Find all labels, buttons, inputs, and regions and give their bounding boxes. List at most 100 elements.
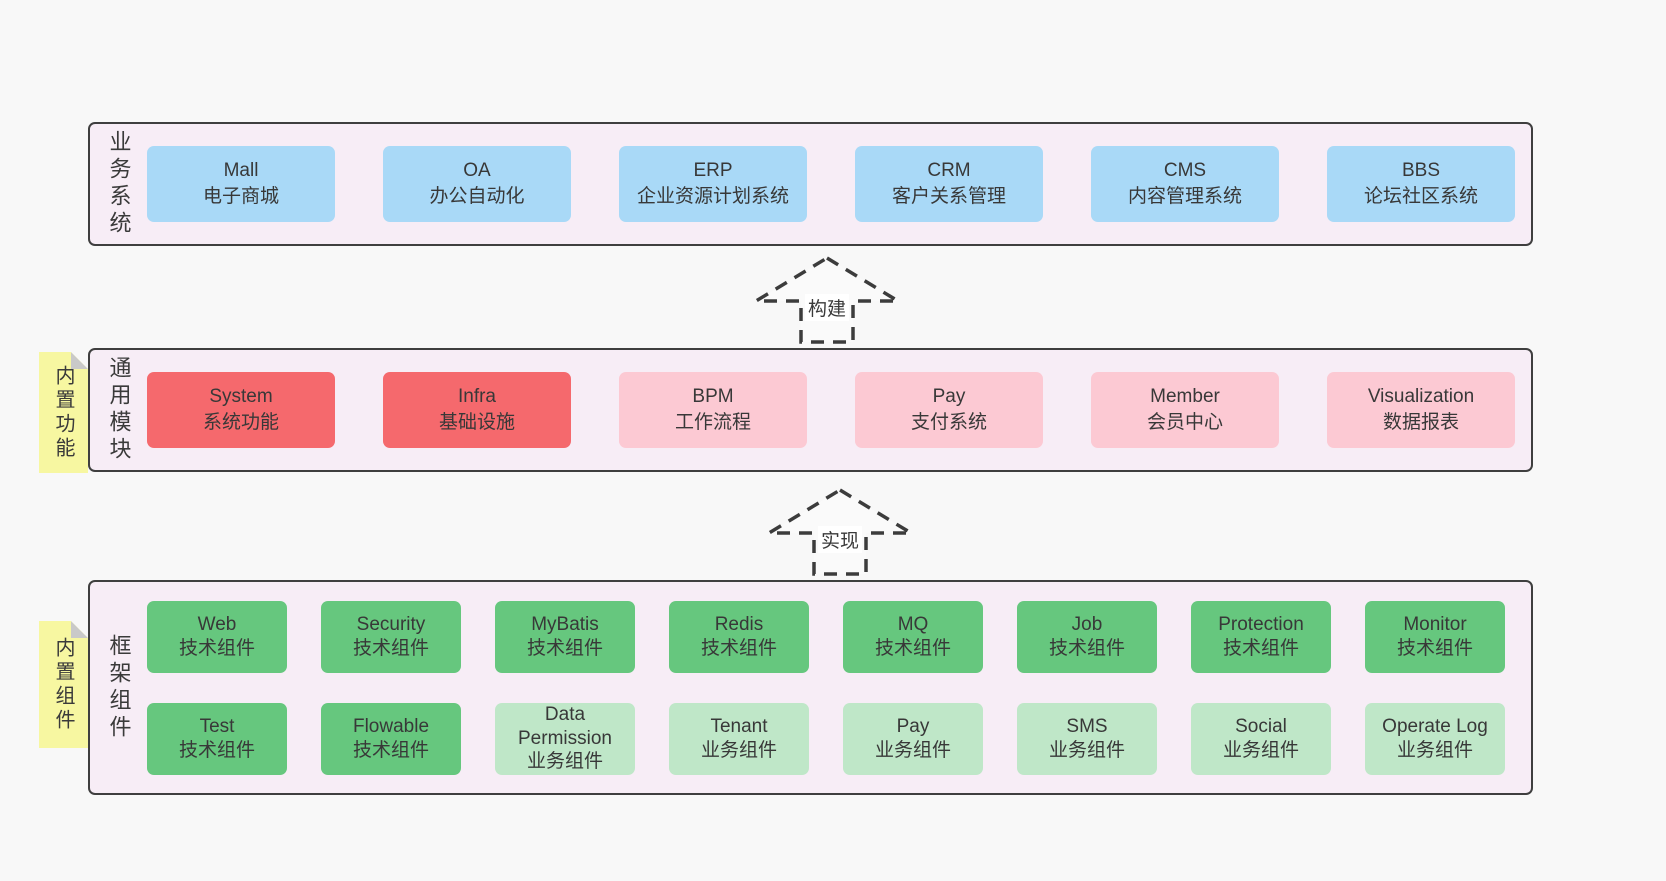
- box-member: Member 会员中心: [1091, 372, 1279, 448]
- box-title: MyBatis: [531, 613, 599, 635]
- box-bpm: BPM 工作流程: [619, 372, 807, 448]
- module-boxes: System 系统功能 Infra 基础设施 BPM 工作流程 Pay 支付系统…: [147, 350, 1531, 470]
- box-infra: Infra 基础设施: [383, 372, 571, 448]
- box-subtitle: 内容管理系统: [1127, 186, 1242, 207]
- box-title: Social: [1235, 715, 1287, 737]
- sticky-built-in-features: 内置功能: [39, 352, 88, 473]
- sticky-text: 内置功能: [52, 364, 74, 461]
- box-title: CRM: [927, 159, 971, 181]
- box-security: Security 技术组件: [321, 600, 461, 673]
- box-subtitle: 业务组件: [1222, 739, 1299, 761]
- box-subtitle: 技术组件: [178, 637, 255, 659]
- arrow-build: 构建: [752, 254, 902, 346]
- box-redis: Redis 技术组件: [669, 600, 809, 673]
- box-title: ERP: [693, 159, 733, 181]
- box-subtitle: 客户关系管理: [891, 186, 1006, 207]
- box-title: CMS: [1163, 159, 1207, 181]
- box-title: Visualization: [1367, 385, 1475, 407]
- sticky-fold-corner-icon: [71, 352, 88, 369]
- box-pay-module: Pay 支付系统: [855, 372, 1043, 448]
- box-subtitle: 技术组件: [1048, 637, 1125, 659]
- framework-row-1: Web 技术组件 Security 技术组件 MyBatis 技术组件 Redi…: [147, 600, 1517, 673]
- box-title: Monitor: [1403, 613, 1467, 635]
- box-subtitle: 论坛社区系统: [1363, 186, 1478, 207]
- box-tenant: Tenant 业务组件: [669, 702, 809, 775]
- box-title: BBS: [1401, 159, 1441, 181]
- box-title: MQ: [897, 613, 929, 635]
- box-title: SMS: [1066, 715, 1108, 737]
- box-oa: OA 办公自动化: [383, 146, 571, 222]
- box-title: Data Permission: [518, 703, 612, 749]
- business-boxes: Mall 电子商城 OA 办公自动化 ERP 企业资源计划系统 CRM 客户关系…: [147, 124, 1531, 244]
- band-modules-label: 通用模块: [90, 350, 147, 470]
- box-subtitle: 办公自动化: [429, 186, 525, 207]
- box-pay-component: Pay 业务组件: [843, 702, 983, 775]
- box-crm: CRM 客户关系管理: [855, 146, 1043, 222]
- box-operate-log: Operate Log 业务组件: [1365, 702, 1505, 775]
- box-data-permission: Data Permission 业务组件: [495, 702, 635, 775]
- band-modules-label-text: 通用模块: [106, 356, 132, 464]
- band-framework-label-text: 框架组件: [106, 633, 132, 742]
- box-protection: Protection 技术组件: [1191, 600, 1331, 673]
- box-subtitle: 电子商城: [202, 186, 279, 207]
- box-bbs: BBS 论坛社区系统: [1327, 146, 1515, 222]
- box-title: Infra: [457, 385, 497, 407]
- box-mall: Mall 电子商城: [147, 146, 335, 222]
- box-subtitle: 业务组件: [1048, 739, 1125, 761]
- sticky-text: 内置组件: [52, 636, 74, 733]
- box-title: Web: [197, 613, 237, 635]
- box-subtitle: 系统功能: [202, 412, 279, 433]
- box-job: Job 技术组件: [1017, 600, 1157, 673]
- box-title: Protection: [1218, 613, 1304, 635]
- arrow-build-label: 构建: [804, 294, 850, 321]
- box-title: Test: [199, 715, 235, 737]
- box-title: Member: [1150, 385, 1220, 407]
- box-title: Security: [356, 613, 426, 635]
- box-subtitle: 技术组件: [1222, 637, 1299, 659]
- box-title: Tenant: [710, 715, 768, 737]
- framework-row-2: Test 技术组件 Flowable 技术组件 Data Permission …: [147, 702, 1517, 775]
- box-subtitle: 技术组件: [700, 637, 777, 659]
- box-subtitle: 业务组件: [700, 739, 777, 761]
- box-subtitle: 数据报表: [1382, 412, 1459, 433]
- framework-boxes: Web 技术组件 Security 技术组件 MyBatis 技术组件 Redi…: [147, 582, 1531, 793]
- band-business-label-text: 业务系统: [106, 130, 132, 238]
- box-subtitle: 基础设施: [438, 412, 515, 433]
- box-title: Operate Log: [1382, 715, 1488, 737]
- box-title: Flowable: [352, 715, 430, 737]
- arrow-implement-label: 实现: [817, 526, 863, 553]
- sticky-fold-corner-icon: [71, 621, 88, 638]
- box-flowable: Flowable 技术组件: [321, 702, 461, 775]
- box-subtitle: 技术组件: [178, 739, 255, 761]
- box-test: Test 技术组件: [147, 702, 287, 775]
- box-subtitle: 技术组件: [526, 637, 603, 659]
- sticky-built-in-components: 内置组件: [39, 621, 88, 748]
- box-subtitle: 业务组件: [526, 751, 603, 773]
- band-framework-label: 框架组件: [90, 582, 147, 793]
- box-title: Mall: [223, 159, 259, 181]
- box-subtitle: 会员中心: [1146, 412, 1223, 433]
- arrow-implement: 实现: [765, 486, 915, 578]
- box-title: Redis: [714, 613, 764, 635]
- box-title: OA: [463, 159, 491, 181]
- box-social: Social 业务组件: [1191, 702, 1331, 775]
- box-erp: ERP 企业资源计划系统: [619, 146, 807, 222]
- box-monitor: Monitor 技术组件: [1365, 600, 1505, 673]
- box-subtitle: 技术组件: [1396, 637, 1473, 659]
- box-system: System 系统功能: [147, 372, 335, 448]
- box-title: Pay: [932, 385, 966, 407]
- box-subtitle: 支付系统: [910, 412, 987, 433]
- box-mq: MQ 技术组件: [843, 600, 983, 673]
- box-sms: SMS 业务组件: [1017, 702, 1157, 775]
- box-title: Job: [1071, 613, 1103, 635]
- box-title: Pay: [896, 715, 930, 737]
- box-subtitle: 工作流程: [674, 412, 751, 433]
- box-subtitle: 技术组件: [352, 637, 429, 659]
- box-web: Web 技术组件: [147, 600, 287, 673]
- box-mybatis: MyBatis 技术组件: [495, 600, 635, 673]
- box-title: BPM: [692, 385, 734, 407]
- band-business-systems: 业务系统 Mall 电子商城 OA 办公自动化 ERP 企业资源计划系统 CRM…: [88, 122, 1533, 246]
- box-visualization: Visualization 数据报表: [1327, 372, 1515, 448]
- band-business-label: 业务系统: [90, 124, 147, 244]
